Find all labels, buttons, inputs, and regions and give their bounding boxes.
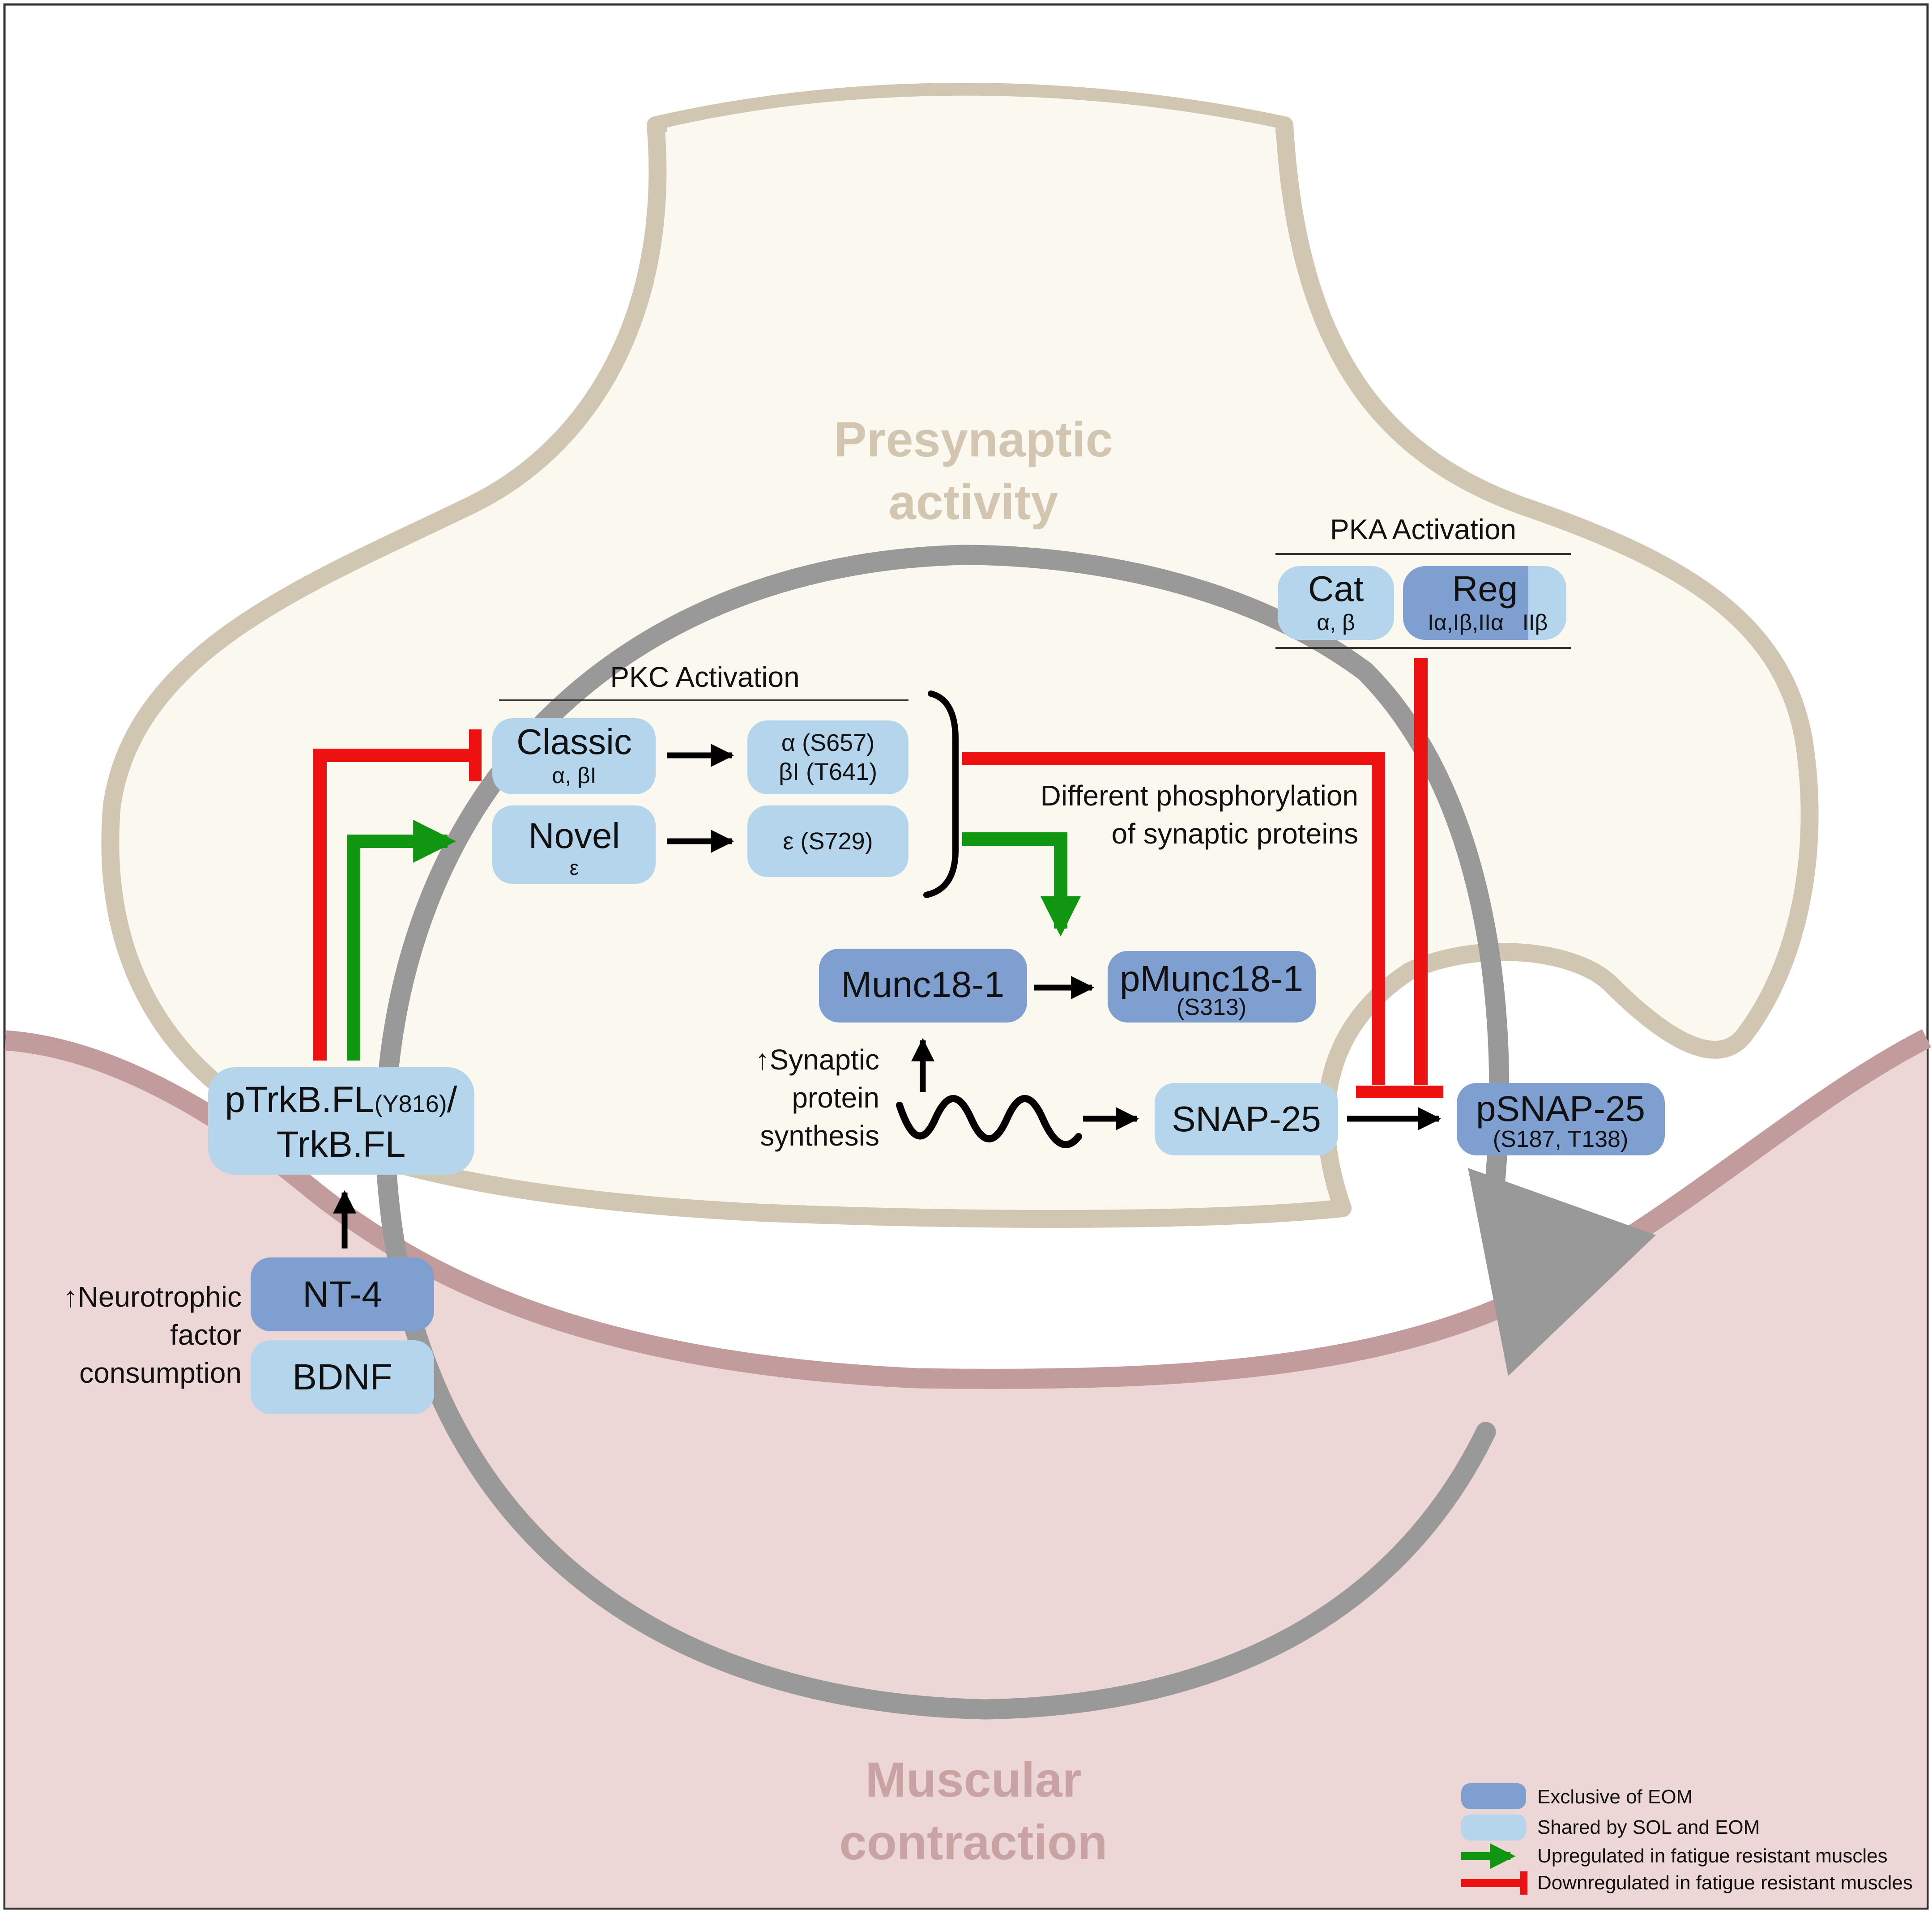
psnap25-box [1457,1083,1665,1155]
pkc-classic-box [492,718,656,794]
pkc-header: PKC Activation [610,661,799,693]
pka-reg-title: Reg [1452,569,1518,609]
nt4-label: NT-4 [303,1274,382,1315]
pmunc18-label: pMunc18-1 [1120,959,1303,999]
nt4-box [251,1257,434,1331]
phospho-label-line2: of synaptic proteins [1112,818,1358,850]
muscle-region [5,1038,1927,1908]
neuro-label-line2: factor [170,1319,242,1351]
muscle-title-line2: contraction [840,1815,1108,1870]
pkc-group-bracket [923,690,959,898]
pkc-to-munc18-activation [962,832,1081,937]
bdnf-box [251,1340,434,1414]
legend-swatch-exclusive [1461,1783,1526,1809]
mrna-wave [896,1095,1082,1148]
trkb-to-classic-inhibition [313,749,472,1061]
psnap25-site: (S187, T138) [1493,1126,1629,1152]
pka-header: PKA Activation [1330,513,1516,545]
legend-swatch-shared [1461,1815,1526,1841]
pka-reg-box [1403,566,1566,640]
legend-label-down: Downregulated in fatigue resistant muscl… [1537,1872,1913,1894]
legend-label-up: Upregulated in fatigue resistant muscles [1537,1845,1888,1867]
pkc-to-snap25-inhibition [962,752,1385,1085]
psnap25-label: pSNAP-25 [1476,1089,1645,1129]
presynaptic-top-fill [667,95,1275,143]
synth-label-line3: synthesis [760,1120,879,1152]
pkc-classic-sub: α, βI [552,763,596,788]
pkc-classic-title: Classic [516,722,632,762]
cycle-arrowhead [1468,1168,1656,1376]
trkb-line2: TrkB.FL [277,1124,406,1165]
pka-cat-title: Cat [1308,569,1364,609]
legend: Exclusive of EOM Shared by SOL and EOM U… [1461,1783,1913,1895]
legend-label-exclusive: Exclusive of EOM [1537,1786,1693,1808]
pkc-classic-phospho-line2: βI (T641) [779,758,877,785]
munc18-box [819,949,1027,1023]
muscle-title-line1: Muscular [866,1752,1082,1807]
presynaptic-title-line2: activity [888,475,1058,530]
pka-reg-sub-exclusive: Iα,Iβ,IIα [1428,610,1504,635]
synth-label-line1: ↑Synaptic [755,1044,879,1076]
neuro-label-line1: ↑Neurotrophic [64,1281,242,1313]
phospho-label-line1: Different phosphorylation [1041,780,1358,812]
presynaptic-title-line1: Presynaptic [834,412,1113,467]
pka-cat-sub: α, β [1317,610,1355,635]
bdnf-label: BDNF [292,1357,392,1397]
pkc-novel-title: Novel [529,816,620,856]
pmunc18-box [1108,951,1316,1023]
synth-label-line2: protein [792,1082,879,1114]
trkb-line1: pTrkB.FL(Y816)/ [225,1079,457,1120]
pkc-classic-phospho-box [747,720,908,794]
pka-reg-sub-shared: IIβ [1523,610,1548,635]
pkc-classic-phospho-line1: α (S657) [781,729,874,756]
neuro-label-line3: consumption [79,1357,242,1389]
pkc-novel-phospho-label: ε (S729) [783,828,873,855]
pmunc18-site: (S313) [1177,994,1246,1020]
trkb-box [208,1067,474,1175]
munc18-label: Munc18-1 [841,964,1005,1005]
snap25-label: SNAP-25 [1172,1099,1321,1139]
trkb-to-novel-activation [347,819,456,1061]
pkc-novel-box [492,805,656,884]
legend-label-shared: Shared by SOL and EOM [1537,1816,1760,1838]
snap25-box [1155,1083,1338,1155]
pkc-novel-sub: ε [570,856,579,879]
pkc-novel-phospho-box [747,805,908,877]
pka-cat-box [1278,566,1394,640]
